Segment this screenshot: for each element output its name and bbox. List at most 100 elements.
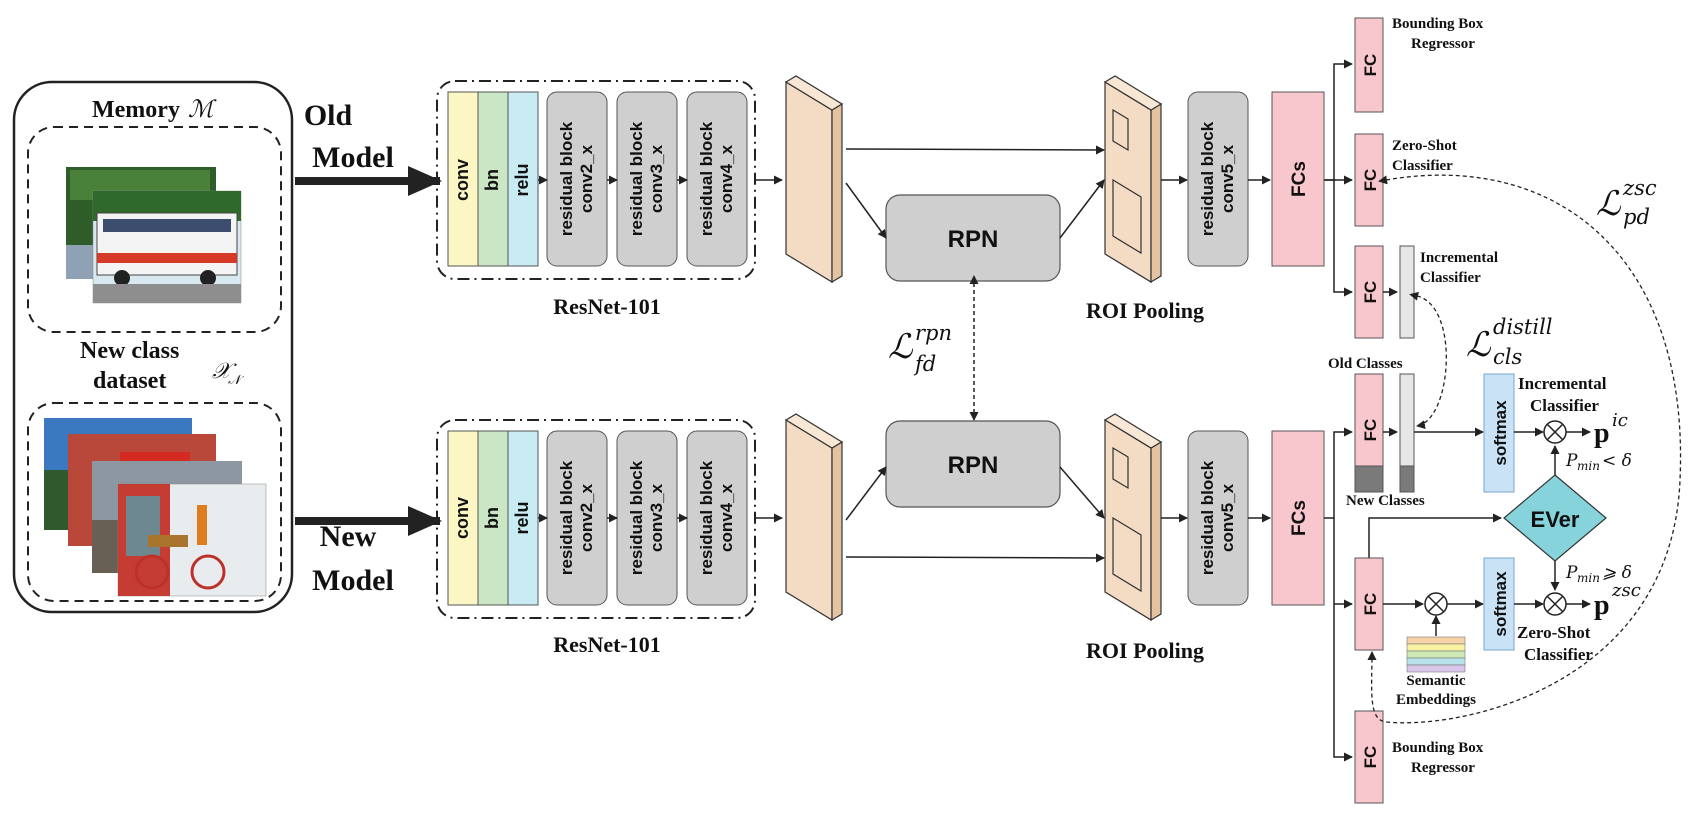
new-conv4-label-line2: conv4_x: [717, 483, 736, 552]
new-bbox-fc: [1354, 710, 1384, 804]
rpn-feature-distill-loss: ℒ rpn fd: [888, 321, 952, 376]
new-model-label-line2: Model: [312, 564, 394, 597]
new-conv4-label-line1: residual block: [697, 460, 716, 575]
old-bn-label: bn: [482, 169, 502, 191]
new-relu-block: [507, 430, 539, 606]
old-conv2-label-line1: residual block: [557, 121, 576, 236]
semantic-label-line2: Embeddings: [1396, 692, 1476, 708]
old-model-label-line2: Model: [312, 141, 394, 174]
new-relu-label: relu: [512, 501, 532, 534]
output-p-zsc: p zsc: [1594, 580, 1641, 621]
old-bbox-fc-label: FC: [1361, 54, 1380, 77]
svg-text:ℒ: ℒ: [1466, 325, 1492, 365]
new-bbox-fc-label: FC: [1361, 746, 1380, 769]
semantic-label-line1: Semantic: [1406, 673, 1466, 689]
memory-image-stack: [66, 167, 242, 304]
ever-label: EVer: [1531, 507, 1580, 532]
new-fcs-block: [1271, 430, 1325, 606]
zs-distill-loss: ℒ zsc pd: [1596, 176, 1657, 229]
old-model-label-line1: Old: [304, 99, 353, 132]
old-relu-label: relu: [512, 163, 532, 196]
svg-text:ℒ: ℒ: [1596, 184, 1622, 224]
new-bbox-label-line1: Bounding Box: [1392, 740, 1484, 756]
memory-label: Memory: [92, 97, 180, 123]
svg-text:< δ: < δ: [1602, 451, 1632, 471]
dataset-label-line1: New class: [80, 338, 179, 364]
svg-text:distill: distill: [1493, 315, 1553, 339]
new-conv2-label-line1: residual block: [557, 460, 576, 575]
cls-distill-link: [1409, 291, 1447, 430]
dataset-label-line2: dataset: [93, 368, 166, 394]
new-conv3-label-line1: residual block: [627, 460, 646, 575]
new-conv5-label-line1: residual block: [1198, 460, 1217, 575]
svg-text:ℒ: ℒ: [888, 327, 914, 367]
old-conv4-label-line2: conv4_x: [717, 144, 736, 213]
svg-text:fd: fd: [913, 352, 936, 376]
old-conv2-label-line2: conv2_x: [577, 144, 596, 213]
new-inc-fc-new-part: [1354, 465, 1384, 493]
old-bn-block: [477, 91, 509, 267]
svg-text:P: P: [1565, 451, 1578, 471]
old-backbone-label: ResNet-101: [553, 294, 661, 319]
new-zs-label-line1: Zero-Shot: [1517, 623, 1591, 642]
new-fcs-label: FCs: [1289, 500, 1310, 536]
svg-text:min: min: [1577, 459, 1600, 473]
new-conv5-label-line2: conv5_x: [1218, 483, 1237, 552]
old-backbone: conv bn relu residual block conv2_x resi…: [436, 80, 756, 280]
svg-text:min: min: [1577, 571, 1600, 585]
old-relu-block: [507, 91, 539, 267]
new-conv3-label-line2: conv3_x: [647, 483, 666, 552]
old-conv-block: [447, 91, 479, 267]
new-conv-label: conv: [452, 497, 472, 539]
svg-text:zsc: zsc: [1611, 580, 1641, 601]
old-inc-fc-label: FC: [1361, 281, 1380, 304]
zs-softmax-label: softmax: [1491, 571, 1510, 637]
new-classes-label: New Classes: [1346, 493, 1425, 509]
pmin-ge-delta: P min ⩾ δ: [1565, 563, 1632, 585]
svg-text:cls: cls: [1493, 345, 1522, 369]
old-bbox-fc: [1354, 17, 1384, 113]
semantic-embeddings-stack: [1406, 636, 1466, 673]
pmin-lt-delta: P min < δ: [1565, 451, 1632, 473]
old-conv5-label-line2: conv5_x: [1218, 144, 1237, 213]
old-classes-label: Old Classes: [1328, 356, 1403, 372]
new-inc-label-line2: Classifier: [1530, 396, 1599, 415]
svg-text:ic: ic: [1612, 410, 1628, 431]
new-bn-label: bn: [482, 507, 502, 529]
svg-text:rpn: rpn: [915, 321, 952, 345]
output-p-ic: p ic: [1594, 410, 1628, 449]
old-conv5-block: [1187, 91, 1249, 267]
inc-multiply-node: [1543, 420, 1567, 444]
old-rpn-label: RPN: [948, 226, 999, 253]
memory-symbol: ℳ: [188, 95, 217, 123]
new-class-image-stack: [44, 418, 267, 597]
new-rpn-label: RPN: [948, 452, 999, 479]
old-roi-pooling-map: [1103, 75, 1163, 284]
new-model-label-line1: New: [320, 520, 377, 553]
old-bbox-label-line2: Regressor: [1411, 36, 1475, 52]
new-rpn-box: [885, 420, 1061, 508]
inc-softmax-block: [1483, 373, 1515, 493]
new-conv2-label-line2: conv2_x: [577, 483, 596, 552]
old-conv5-label-line1: residual block: [1198, 121, 1217, 236]
old-zs-fc-label: FC: [1361, 169, 1380, 192]
zs-multiply-node: [1424, 592, 1448, 616]
svg-text:zsc: zsc: [1622, 176, 1657, 200]
new-backbone: conv bn relu residual block conv2_x resi…: [436, 419, 756, 619]
svg-text:p: p: [1594, 418, 1610, 449]
new-roi-pooling-map: [1103, 413, 1163, 622]
old-roi-pooling-label: ROI Pooling: [1086, 298, 1204, 323]
old-feature-map: [784, 75, 844, 284]
new-bn-block: [477, 430, 509, 606]
new-bbox-label-line2: Regressor: [1411, 760, 1475, 776]
new-roi-pooling-label: ROI Pooling: [1086, 638, 1204, 663]
old-inc-label-line1: Incremental: [1420, 250, 1498, 266]
new-feature-map: [784, 413, 844, 622]
old-fcs-label: FCs: [1289, 161, 1310, 197]
old-conv3-label-line2: conv3_x: [647, 144, 666, 213]
old-conv-label: conv: [452, 159, 472, 201]
cls-distill-loss: ℒ distill cls: [1466, 315, 1553, 369]
old-fcs-block: [1271, 91, 1325, 267]
new-backbone-label: ResNet-101: [553, 632, 661, 657]
